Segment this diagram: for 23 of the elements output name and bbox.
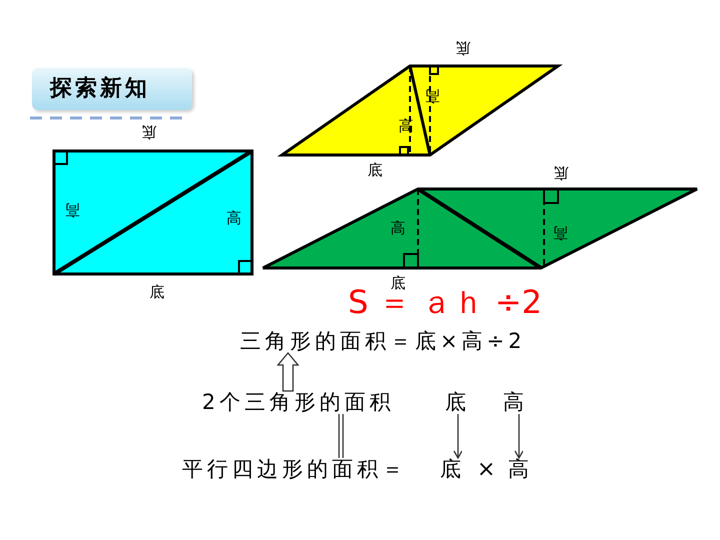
base-label: 底	[456, 40, 470, 54]
arrow	[453, 414, 463, 459]
base-label: 底	[150, 284, 164, 300]
height-label: 高	[398, 118, 414, 134]
height-label: 高	[552, 224, 568, 240]
base-label: 底	[368, 162, 382, 178]
term-text: 底	[440, 459, 465, 480]
term-text: 高	[503, 392, 528, 413]
term-text: 高	[508, 459, 533, 480]
base-label: 底	[554, 164, 568, 180]
formula-text: 三角形的面积＝底×高÷2	[240, 331, 526, 352]
formula-text: 2个三角形的面积	[202, 392, 394, 413]
base-label: 底	[142, 124, 156, 138]
arrow	[514, 414, 524, 459]
height-label: 高	[390, 220, 406, 236]
height-label: 高	[226, 210, 242, 226]
term-text: 底	[445, 392, 470, 413]
hollow-arrow	[276, 352, 300, 392]
double-line	[338, 413, 344, 459]
formula-text: 平行四边形的面积＝	[182, 459, 407, 480]
height-label: 高	[64, 202, 80, 216]
section-title-tab: 探索新知	[32, 68, 192, 110]
times-sign: ×	[477, 459, 496, 481]
